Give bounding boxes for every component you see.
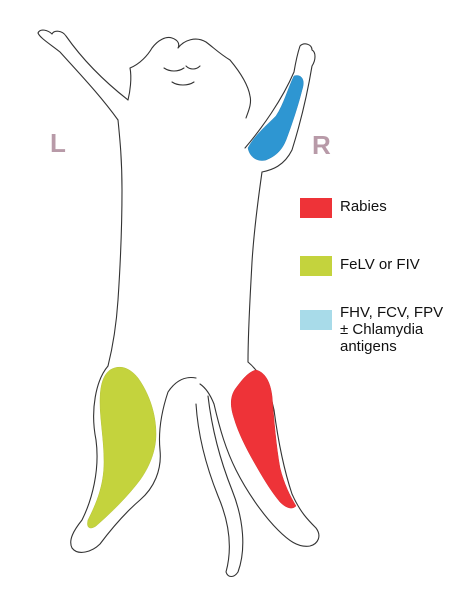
- right-hindleg-region: [231, 369, 297, 509]
- legend-label-felv-fiv: FeLV or FIV: [340, 256, 420, 273]
- head-outline: [127, 36, 252, 119]
- right-foreleg-region: [247, 75, 304, 161]
- left-side-label: L: [50, 128, 66, 158]
- torso-right-outline: [247, 171, 263, 363]
- legend-item-rabies: Rabies: [300, 198, 387, 218]
- tail-outline: [195, 395, 244, 578]
- left-hindleg-outline: [70, 365, 197, 553]
- left-hindleg-region: [87, 367, 157, 529]
- right-foreleg-outline: [244, 43, 316, 173]
- left-foreleg-outline: [37, 29, 129, 121]
- legend-label-fhv-fcv-fpv: FHV, FCV, FPV ± Chlamydia antigens: [340, 304, 444, 355]
- legend-swatch-fhv-fcv-fpv: [300, 310, 332, 330]
- legend-item-felv-fiv: FeLV or FIV: [300, 256, 420, 276]
- legend-swatch-felv-fiv: [300, 256, 332, 276]
- legend-label-rabies: Rabies: [340, 198, 387, 215]
- legend-swatch-rabies: [300, 198, 332, 218]
- right-hindleg-outline: [199, 361, 320, 547]
- torso-left-outline: [107, 119, 123, 367]
- legend-item-fhv-fcv-fpv: FHV, FCV, FPV ± Chlamydia antigens: [300, 304, 443, 355]
- cat-outline: [37, 29, 320, 578]
- right-side-label: R: [312, 130, 331, 160]
